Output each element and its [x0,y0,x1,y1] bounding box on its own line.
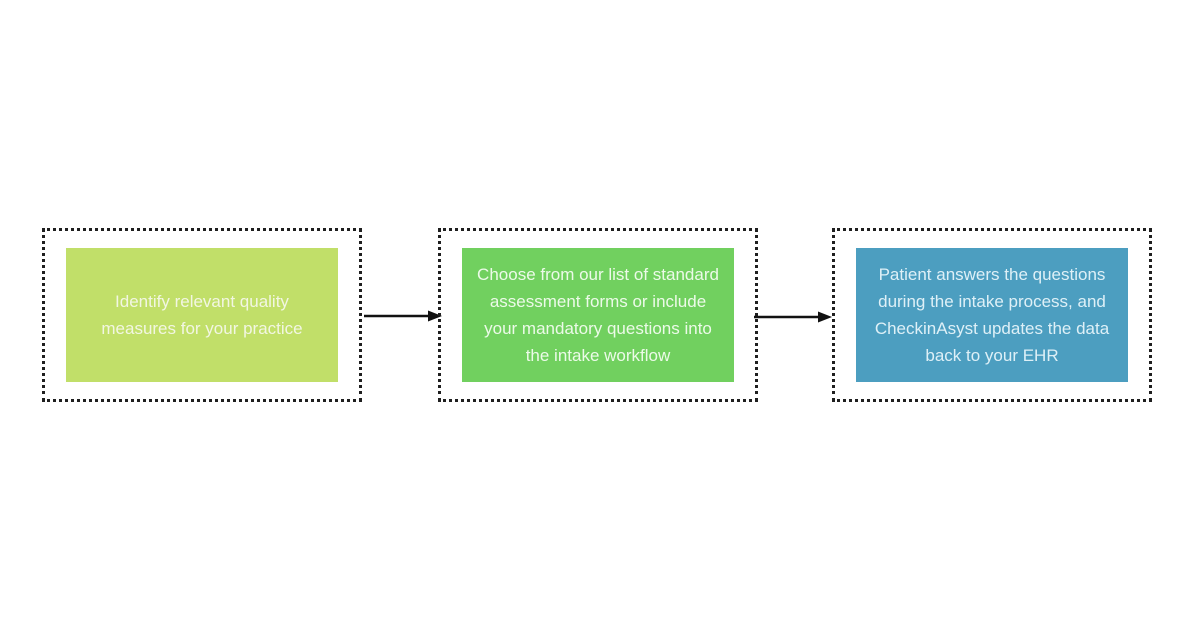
step-2-box: Choose from our list of standard assessm… [462,248,734,382]
arrow-right-icon [754,309,832,325]
step-3-dotted-frame: Patient answers the questions during the… [832,228,1152,402]
step-1-dotted-frame: Identify relevant quality measures for y… [42,228,362,402]
step-1-box: Identify relevant quality measures for y… [66,248,338,382]
arrow-right-icon [364,308,442,324]
step-2-dotted-frame: Choose from our list of standard assessm… [438,228,758,402]
step-3-box: Patient answers the questions during the… [856,248,1128,382]
